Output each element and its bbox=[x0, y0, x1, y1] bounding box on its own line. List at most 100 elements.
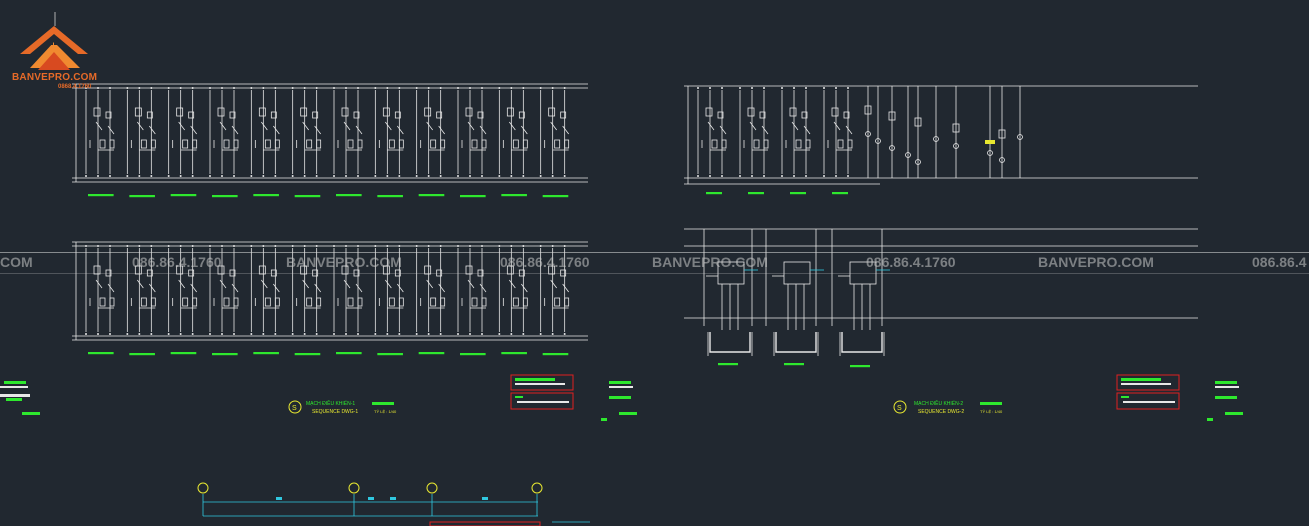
relay-coil-symbol bbox=[182, 139, 189, 149]
relay-coil-symbol bbox=[223, 139, 230, 149]
watermark-text: 086.86.4 bbox=[1252, 254, 1307, 270]
terminal-dot bbox=[126, 175, 129, 177]
contact-symbol bbox=[509, 121, 516, 131]
terminal-dot bbox=[498, 87, 501, 89]
relay-coil-symbol bbox=[789, 107, 797, 117]
terminal-dot bbox=[709, 175, 711, 177]
terminal-dot bbox=[539, 333, 542, 335]
contact-symbol bbox=[149, 125, 156, 135]
relay-coil-symbol bbox=[229, 111, 236, 119]
lamp-symbol bbox=[875, 138, 881, 144]
terminal-dot bbox=[551, 333, 554, 335]
terminal-dot bbox=[522, 333, 525, 335]
relay-coil-symbol bbox=[188, 269, 195, 277]
brand-name: BANVEPRO.COM bbox=[12, 72, 98, 83]
relay-coil-symbol bbox=[888, 111, 896, 121]
terminal-dot bbox=[97, 333, 99, 335]
terminal-dot bbox=[793, 87, 795, 89]
terminal-dot bbox=[274, 245, 277, 247]
relay-coil-symbol bbox=[382, 265, 390, 275]
brand-logo-house-icon bbox=[20, 12, 88, 70]
terminal-dot bbox=[563, 245, 566, 247]
terminal-dot bbox=[386, 87, 389, 89]
relay-coil-symbol bbox=[357, 139, 363, 149]
contact-symbol bbox=[479, 283, 487, 293]
terminal-dot bbox=[415, 333, 418, 335]
terminal-dot bbox=[179, 87, 182, 89]
title-block-box bbox=[510, 392, 574, 410]
contact-symbol bbox=[467, 121, 475, 131]
legend-bar bbox=[1215, 381, 1237, 384]
relay-coil-symbol bbox=[306, 139, 313, 149]
terminal-dot bbox=[457, 245, 459, 247]
terminal-dot bbox=[179, 333, 182, 335]
lamp-symbol bbox=[987, 150, 993, 156]
relay-coil-symbol bbox=[274, 139, 280, 149]
contact-symbol bbox=[749, 121, 757, 131]
relay-coil-symbol bbox=[353, 111, 360, 119]
relay-coil-symbol bbox=[843, 111, 850, 119]
relay-coil-symbol bbox=[394, 269, 401, 277]
circuit-label-bar bbox=[336, 194, 362, 197]
relay-coil-symbol bbox=[560, 111, 567, 119]
relay-coil-symbol bbox=[847, 139, 853, 149]
contact-symbol bbox=[95, 279, 103, 289]
relay-coil-symbol bbox=[554, 297, 561, 307]
terminal-dot bbox=[262, 175, 265, 177]
drawing-title-right-text: MẠCH ĐIỀU KHIỂN-2 bbox=[914, 400, 963, 407]
terminal-dot bbox=[763, 87, 765, 89]
contact-symbol bbox=[467, 279, 475, 289]
relay-coil-symbol bbox=[347, 297, 354, 307]
terminal-dot bbox=[291, 175, 294, 177]
terminal-dot bbox=[427, 87, 430, 89]
terminal-dot bbox=[303, 175, 306, 177]
title-block-text-bar bbox=[1121, 383, 1171, 385]
drawing-subtitle-right: SEQUENCE DWG-2 bbox=[918, 409, 964, 415]
terminal-dot bbox=[274, 333, 277, 335]
relay-coil-symbol bbox=[150, 297, 156, 307]
terminal-dot bbox=[374, 87, 377, 89]
circuit-label-bar bbox=[336, 352, 362, 355]
terminal-dot bbox=[398, 333, 401, 335]
relay-coil-symbol bbox=[424, 265, 432, 275]
legend-right bbox=[1116, 374, 1243, 421]
circuit-label-bar bbox=[748, 192, 764, 195]
terminal-dot bbox=[427, 245, 430, 247]
legend-bar bbox=[1225, 412, 1243, 415]
lamp-symbol bbox=[933, 136, 939, 142]
circuit-label-bar bbox=[460, 353, 486, 356]
relay-coil-symbol bbox=[477, 269, 484, 277]
contact-symbol bbox=[137, 279, 144, 289]
title-underline-right bbox=[980, 402, 1002, 405]
contact-symbol bbox=[190, 125, 197, 135]
relay-coil-symbol bbox=[548, 265, 556, 275]
lamp-symbol bbox=[999, 157, 1005, 163]
terminal-dot bbox=[345, 333, 347, 335]
title-bubble-left-label: S bbox=[292, 405, 297, 412]
terminal-dot bbox=[126, 333, 129, 335]
dimension-text-bar bbox=[276, 497, 282, 500]
watermark-text: 086.86.4.1760 bbox=[500, 254, 590, 270]
terminal-dot bbox=[191, 245, 194, 247]
dimension-text-bar bbox=[390, 497, 396, 500]
relay-coil-symbol bbox=[711, 139, 718, 149]
legend-bar bbox=[1215, 396, 1237, 399]
contact-symbol bbox=[761, 125, 769, 135]
contact-symbol bbox=[550, 279, 557, 289]
terminal-dot bbox=[126, 245, 129, 247]
terminal-dot bbox=[167, 87, 170, 89]
grid-bubble bbox=[531, 482, 543, 494]
terminal-dot bbox=[386, 245, 389, 247]
relay-coil-symbol bbox=[93, 265, 101, 275]
contact-symbol bbox=[385, 279, 392, 289]
contact-symbol bbox=[107, 283, 115, 293]
ladder-diagram-2-lower bbox=[684, 228, 1198, 368]
lamp-symbol bbox=[889, 145, 895, 151]
circuit-label-bar bbox=[501, 352, 527, 355]
relay-coil-symbol bbox=[518, 111, 525, 119]
terminal-dot bbox=[793, 175, 795, 177]
terminal-dot bbox=[398, 87, 401, 89]
relay-coil-symbol bbox=[440, 297, 446, 307]
relay-coil-symbol bbox=[721, 139, 727, 149]
